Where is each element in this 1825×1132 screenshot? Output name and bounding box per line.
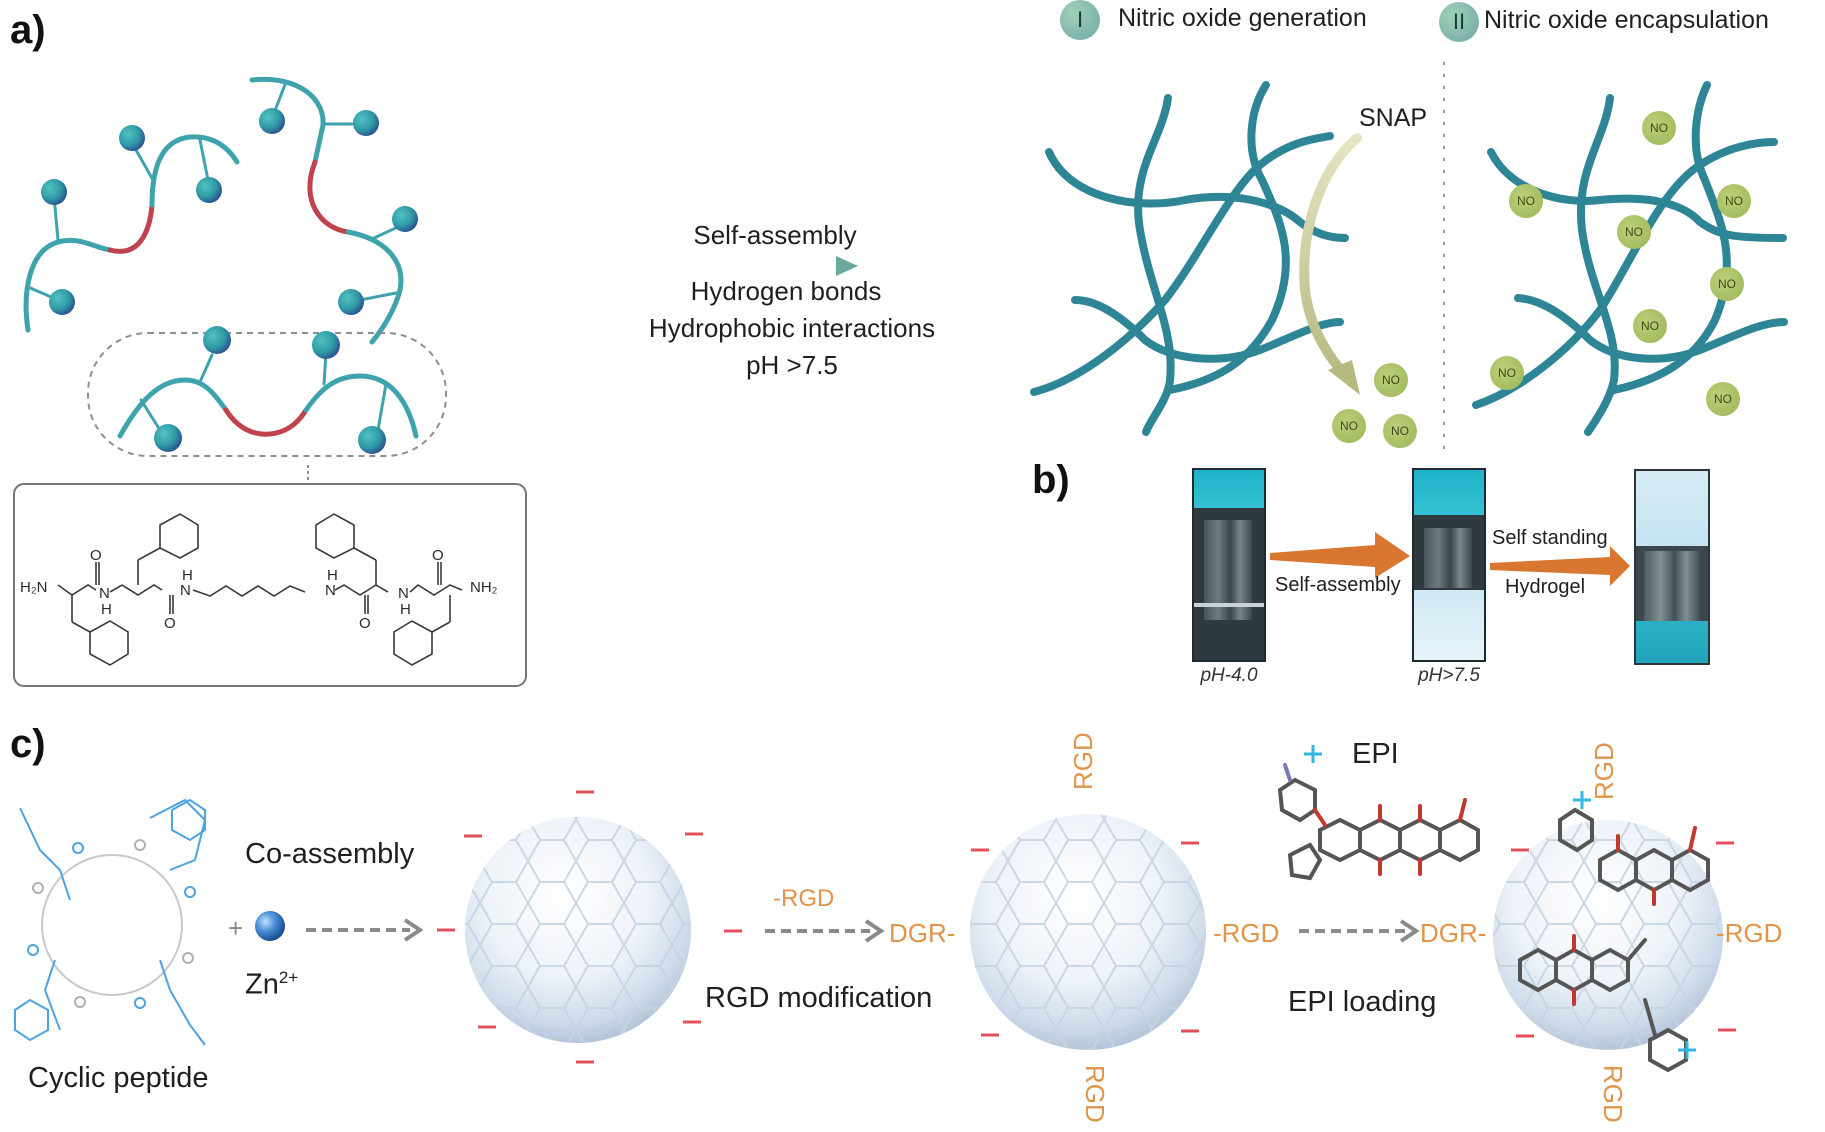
svg-text:H: H: [101, 601, 112, 618]
panel-b-label: b): [1032, 458, 1070, 502]
arrow-head-icon: [836, 256, 858, 276]
fiber-network-stage-1: [1030, 81, 1349, 436]
co-assembly-label: Co-assembly: [245, 838, 415, 870]
dgr-label-2: DGR-: [889, 918, 956, 948]
zinc-charge: 2+: [278, 968, 299, 987]
svg-text:O: O: [432, 547, 444, 564]
svg-text:H: H: [182, 567, 193, 584]
rgd-bottom-label-3: RGD: [1598, 1065, 1628, 1123]
cyclic-peptide-label: Cyclic peptide: [28, 1062, 209, 1094]
dgr-label-3: DGR-: [1420, 918, 1487, 948]
panel-a-label: a): [10, 8, 46, 52]
svg-text:H: H: [327, 567, 338, 584]
no-molecule-encapsulated: NO: [1710, 267, 1744, 301]
zinc-ion-label: Zn2+: [245, 968, 298, 1002]
stage-2-title: Nitric oxide encapsulation: [1484, 6, 1769, 34]
hydrophobic-bead: [119, 125, 145, 151]
hydrophobic-bead: [353, 110, 379, 136]
rgd-reagent-label: -RGD: [773, 885, 835, 912]
vial-inverted-hydrogel: [1634, 469, 1710, 665]
no-molecule-encapsulated: NO: [1617, 215, 1651, 249]
self-assembly-b-label: Self-assembly: [1275, 574, 1401, 596]
svg-text:N: N: [180, 582, 191, 599]
condition-ph: pH >7.5: [746, 350, 838, 380]
svg-text:N: N: [325, 582, 336, 599]
svg-text:O: O: [90, 547, 102, 564]
svg-text:O: O: [359, 615, 371, 632]
self-assembly-label: Self-assembly: [693, 220, 857, 250]
peptide-chain-3: [117, 350, 419, 439]
hydrophobic-bead: [312, 331, 340, 359]
svg-text:N: N: [99, 585, 110, 602]
hydrophobic-bead: [259, 108, 285, 134]
epi-label: EPI: [1352, 738, 1399, 770]
peptide-chain-1: [23, 134, 240, 333]
svg-text:NH₂: NH₂: [470, 579, 498, 596]
zinc-symbol: Zn: [245, 968, 279, 1001]
hydrophobic-bead: [358, 426, 386, 454]
hydrogel-label: Hydrogel: [1505, 576, 1586, 598]
hydrophobic-bead: [338, 289, 364, 315]
rgd-modification-label: RGD modification: [705, 982, 933, 1014]
svg-text:O: O: [164, 615, 176, 632]
hydrophobic-bead: [203, 326, 231, 354]
hydrophobic-bead: [196, 177, 222, 203]
vial-ph75: [1412, 468, 1486, 662]
no-molecule-released: NO: [1383, 414, 1417, 448]
rgd-top-label-3: RGD: [1589, 742, 1619, 800]
no-molecule-encapsulated: NO: [1490, 356, 1524, 390]
dipeptide-structure: [57, 513, 463, 666]
hydrophobic-bead: [41, 179, 67, 205]
no-molecule-encapsulated: NO: [1706, 382, 1740, 416]
svg-text:N: N: [398, 585, 409, 602]
vial-2-ph-label: pH>7.5: [1418, 665, 1480, 686]
hydrophobic-bead: [392, 206, 418, 232]
condition-hydrophobic: Hydrophobic interactions: [648, 313, 936, 343]
hydrophobic-bead: [154, 424, 182, 452]
no-molecule-released: NO: [1332, 409, 1366, 443]
no-molecule-encapsulated: NO: [1717, 184, 1751, 218]
condition-hydrogen-bonds: Hydrogen bonds: [690, 276, 882, 306]
highlight-outline: [87, 332, 447, 457]
hydrophobic-bead: [49, 289, 75, 315]
panel-c-label: c): [10, 722, 46, 766]
rgd-bottom-label-2: RGD: [1080, 1065, 1110, 1123]
arrow-head-icon: [1328, 360, 1360, 395]
stage-1-title: Nitric oxide generation: [1118, 4, 1367, 32]
snap-release-arrow: [1299, 133, 1362, 385]
svg-text:H: H: [400, 601, 411, 618]
stage-1-badge: I: [1060, 0, 1100, 40]
molecule-atom-labels: H₂N NH₂ O O O O N H N H N H N H: [20, 547, 498, 632]
snap-label: SNAP: [1359, 104, 1428, 132]
epi-loading-label: EPI loading: [1288, 986, 1437, 1018]
self-standing-label: Self standing: [1492, 527, 1608, 549]
no-molecule-encapsulated: NO: [1642, 111, 1676, 145]
no-molecule-encapsulated: NO: [1633, 309, 1667, 343]
vial-ph4: [1192, 468, 1266, 662]
stage-2-badge: II: [1439, 2, 1479, 42]
fiber-network-stage-2: [1472, 81, 1788, 436]
molecule-structure-box: [13, 483, 527, 687]
peptide-chain-2: [249, 76, 404, 345]
vial-1-ph-label: pH-4.0: [1200, 665, 1258, 686]
rgd-right-label-3: -RGD: [1716, 918, 1783, 948]
no-molecule-encapsulated: NO: [1509, 184, 1543, 218]
rgd-top-label-2: RGD: [1068, 732, 1098, 790]
rgd-right-label-2: -RGD: [1213, 918, 1280, 948]
no-molecule-released: NO: [1374, 363, 1408, 397]
svg-text:H₂N: H₂N: [20, 579, 48, 596]
